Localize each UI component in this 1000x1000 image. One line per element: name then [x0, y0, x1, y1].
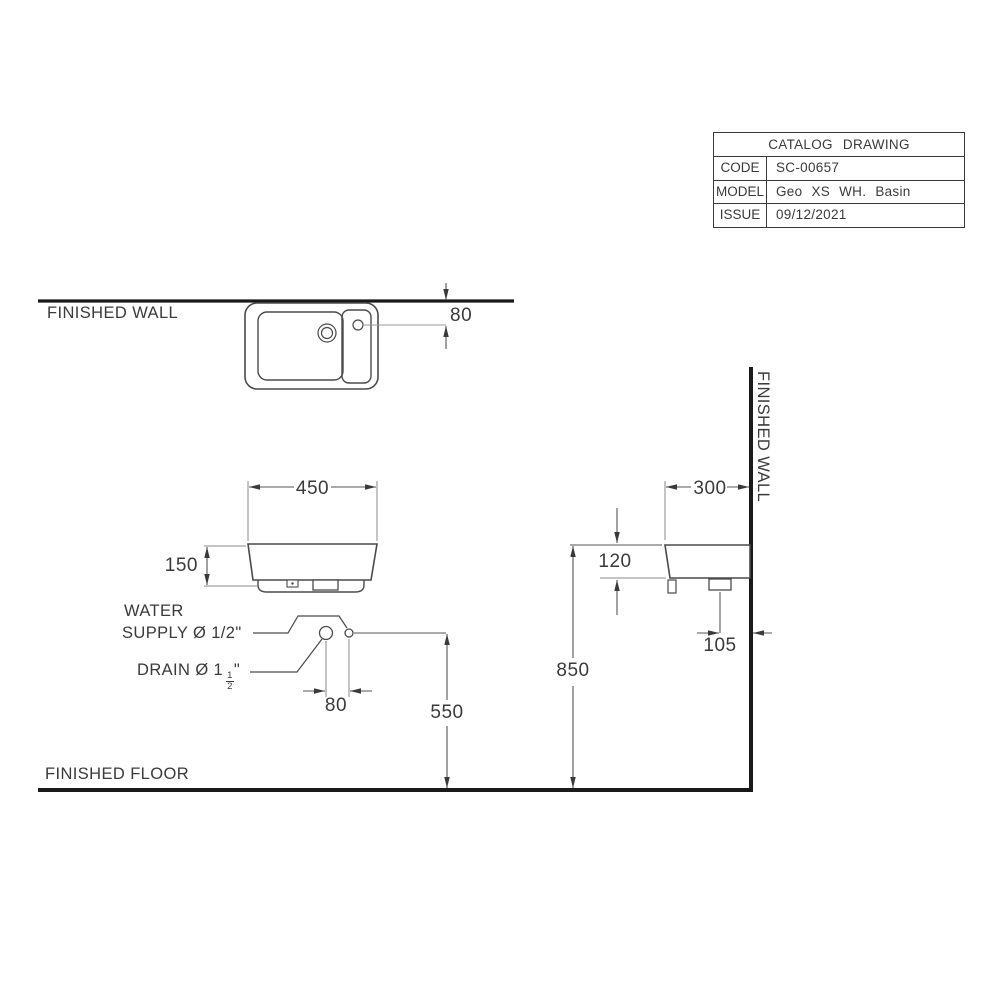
- basin-side-body: [664, 544, 751, 579]
- drain-label-prefix: DRAIN Ø 1: [137, 661, 224, 679]
- side-supply-pipe: [667, 579, 677, 594]
- front-supply-circle: [344, 628, 354, 638]
- title-block-issue-label: ISSUE: [714, 204, 767, 227]
- finished-wall-top-label: FINISHED WALL: [47, 304, 179, 322]
- dim-850-text: 850: [556, 660, 590, 681]
- dim-300-text: 300: [693, 478, 727, 499]
- front-drain-outlet: [312, 579, 339, 591]
- title-block-row-issue: ISSUE 09/12/2021: [714, 203, 964, 227]
- front-fixing-dot: [291, 582, 294, 585]
- front-drain-circle: [318, 625, 334, 641]
- drain-unit-mark: ": [233, 661, 241, 679]
- basin-plan-deck: [341, 309, 372, 384]
- plan-faucet-hole: [352, 319, 364, 331]
- dim-450-text: 450: [295, 478, 330, 499]
- title-block-model-label: MODEL: [714, 180, 767, 203]
- title-block-issue-value: 09/12/2021: [776, 207, 847, 222]
- basin-plan-bowl: [257, 311, 344, 381]
- water-supply-label-line2: SUPPLY Ø 1/2": [122, 624, 242, 642]
- title-block-model-value: Geo XS WH. Basin: [776, 183, 911, 199]
- title-block-row-code: CODE SC-00657: [714, 156, 964, 180]
- finished-floor-label: FINISHED FLOOR: [45, 765, 190, 783]
- basin-front-recess: [257, 580, 365, 593]
- dim-105-text: 105: [703, 635, 737, 656]
- plan-drain-inner-circle: [320, 326, 334, 340]
- title-block-code-label: CODE: [714, 157, 767, 180]
- basin-front-body: [247, 543, 378, 581]
- side-drain-outlet: [708, 578, 732, 591]
- dim-80-top-text: 80: [450, 305, 473, 326]
- title-block-row-model: MODEL Geo XS WH. Basin: [714, 179, 964, 203]
- water-supply-label-line1: WATER: [124, 602, 184, 620]
- dim-80-front-text: 80: [324, 695, 348, 716]
- dim-150-text: 150: [164, 555, 198, 576]
- water-supply-leader: [253, 615, 348, 634]
- dim-550-text: 550: [430, 702, 464, 723]
- drain-leader: [250, 638, 323, 673]
- plan-drain-outer-circle: [317, 323, 337, 343]
- title-block: CATALOG DRAWING CODE SC-00657 MODEL Geo …: [713, 132, 965, 228]
- title-block-code-value: SC-00657: [776, 160, 840, 175]
- dim-120-text: 120: [598, 551, 632, 572]
- basin-plan-outer: [244, 302, 379, 390]
- finished-wall-side-label: FINISHED WALL: [754, 371, 772, 503]
- title-block-title: CATALOG DRAWING: [768, 137, 910, 152]
